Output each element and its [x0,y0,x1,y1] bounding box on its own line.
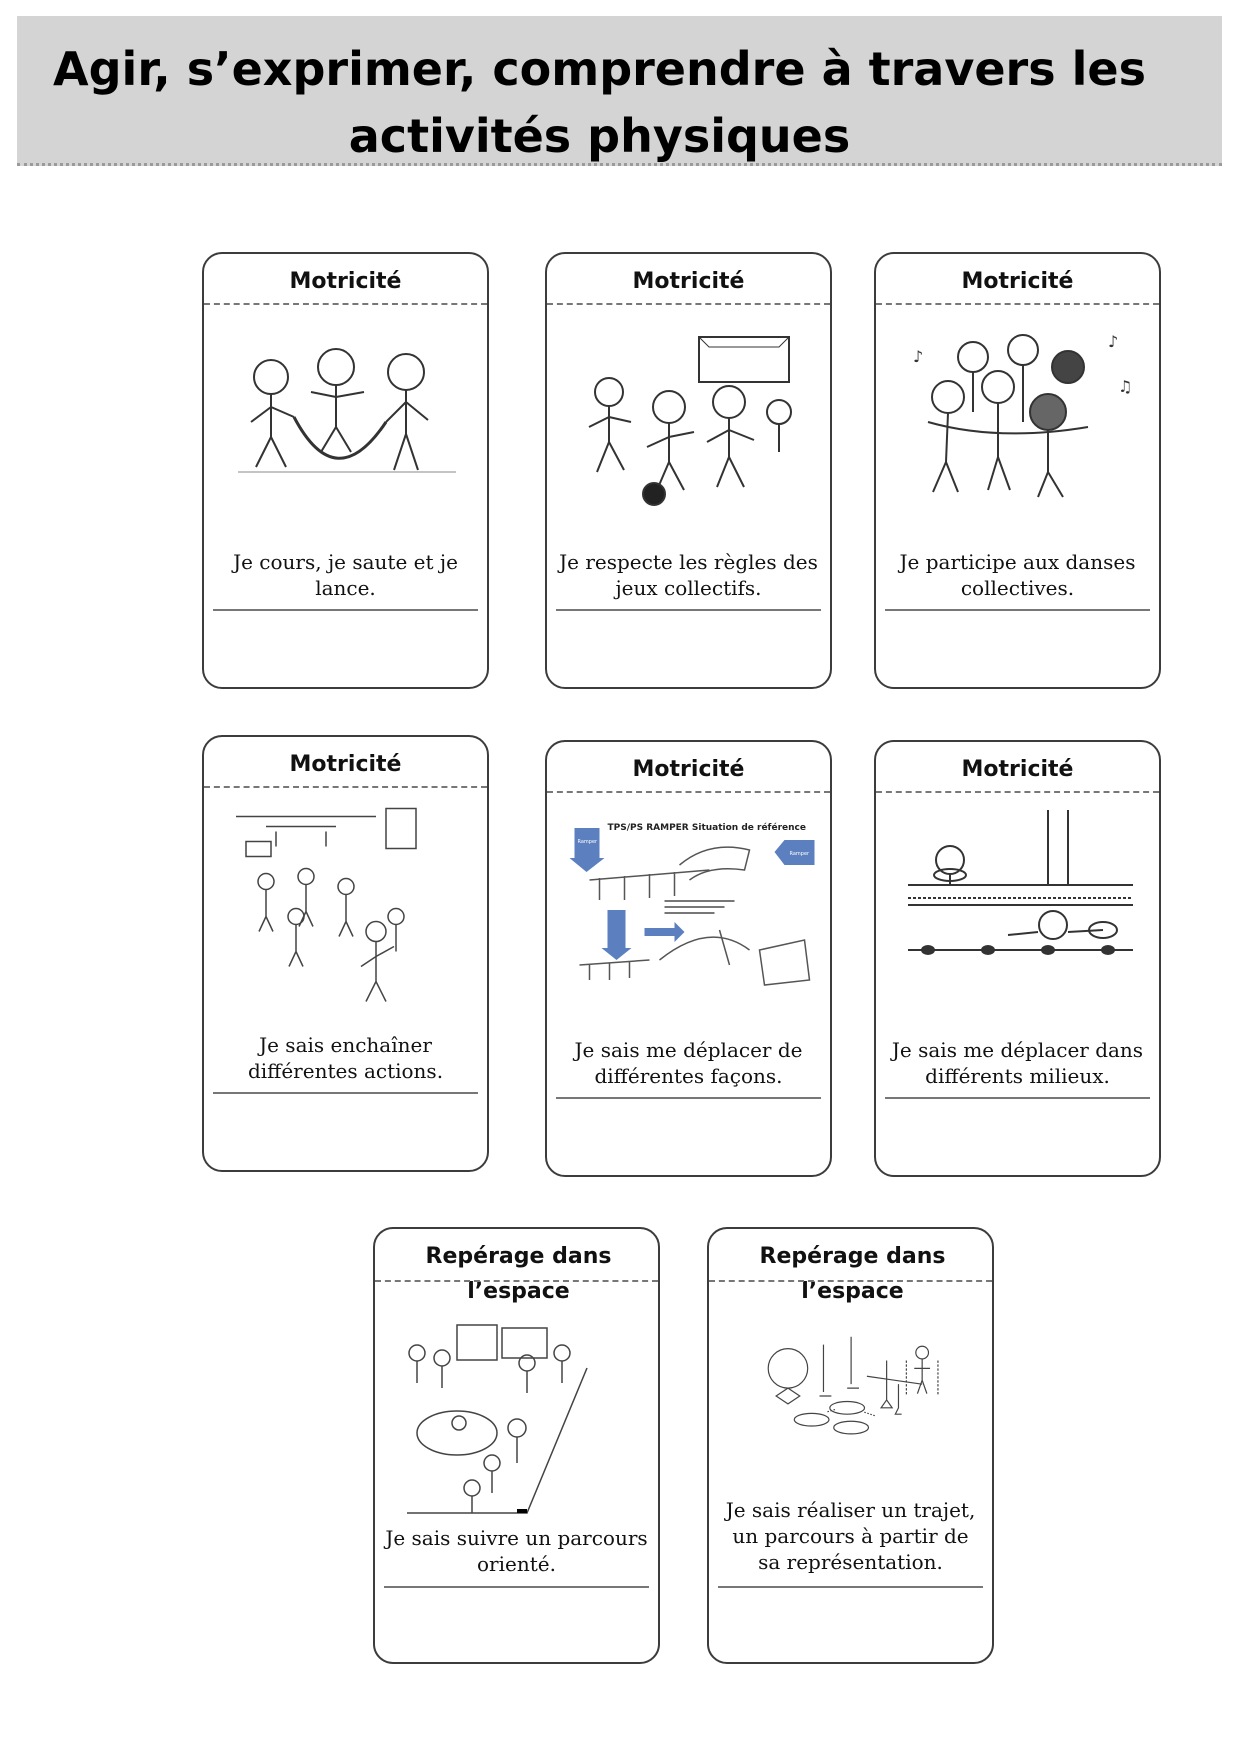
title-divider [375,1280,658,1282]
title-divider [876,303,1159,305]
answer-line [213,609,478,611]
card-text: Je sais suivre un parcours orienté. [385,1526,648,1576]
card-title: Motricité [289,752,402,777]
diagram-arrow-left-label: Ramper [578,839,599,845]
card-text: Je participe aux danses collectives. [899,550,1136,600]
card-text: Je sais réaliser un trajet, un parcours … [725,1498,976,1574]
title-divider [876,791,1159,793]
answer-line [384,1586,649,1588]
answer-line [885,609,1150,611]
card-title: Motricité [961,269,1074,294]
answer-line [718,1586,983,1588]
skill-card: Motricité TPS/PS RAMPER Situation de réf… [545,740,832,1177]
skill-card: Motricité Je cours, je saute et je lance… [202,252,489,689]
card-title: Repérage dans l’espace [425,1244,612,1304]
card-text: Je sais me déplacer dans différents mili… [891,1038,1144,1088]
skill-card: Repérage dans l’espace Je sais réaliser … [707,1227,994,1664]
page-title: Agir, s’exprimer, comprendre à travers l… [17,36,1182,170]
page-title-line2: activités physiques [348,109,851,163]
svg-text:♪: ♪ [913,347,923,366]
answer-line [556,1097,821,1099]
skill-card: Motricité Je respecte les règles des jeu… [545,252,832,689]
card-title: Repérage dans l’espace [759,1244,946,1304]
answer-line [885,1097,1150,1099]
card-title: Motricité [632,757,745,782]
title-divider [547,303,830,305]
diagram-heading: TPS/PS RAMPER Situation de référence [608,822,806,833]
skill-card: Repérage dans l’espace Je sais suivre un… [373,1227,660,1664]
card-text: Je sais me déplacer de différentes façon… [574,1038,803,1088]
crawling-course-diagram: TPS/PS RAMPER Situation de référence Ram… [569,822,815,986]
card-text: Je respecte les règles des jeux collecti… [559,550,818,600]
oriented-course-illustration [407,1324,588,1514]
svg-text:♫: ♫ [1118,377,1132,396]
header-banner: Agir, s’exprimer, comprendre à travers l… [17,16,1222,166]
gym-circuit-illustration [236,807,417,1002]
title-divider [709,1280,992,1282]
card-title: Motricité [289,269,402,294]
svg-text:♪: ♪ [1108,332,1118,351]
card-title: Motricité [961,757,1074,782]
swimming-pool-illustration [908,810,1133,955]
path-diagram-illustration [767,1336,939,1435]
skill-card: Motricité Je sais me déplacer dans diffé… [874,740,1161,1177]
title-divider [547,791,830,793]
answer-line [556,609,821,611]
skill-card: Motricité Je sais enchaîner différentes … [202,735,489,1172]
soccer-game-children-illustration [588,336,792,506]
card-text: Je cours, je saute et je lance. [233,550,458,600]
answer-line [213,1092,478,1094]
diagram-arrow-right-label: Ramper [790,851,811,857]
title-divider [204,786,487,788]
page-title-line1: Agir, s’exprimer, comprendre à travers l… [53,42,1146,96]
jump-rope-children-illustration [238,348,456,473]
title-divider [204,303,487,305]
card-text: Je sais enchaîner différentes actions. [247,1033,444,1083]
card-title: Motricité [632,269,745,294]
dancing-children-illustration: ♪ ♪ ♫ [913,332,1132,498]
skill-card: Motricité ♪ ♪ ♫ Je participe aux danses … [874,252,1161,689]
